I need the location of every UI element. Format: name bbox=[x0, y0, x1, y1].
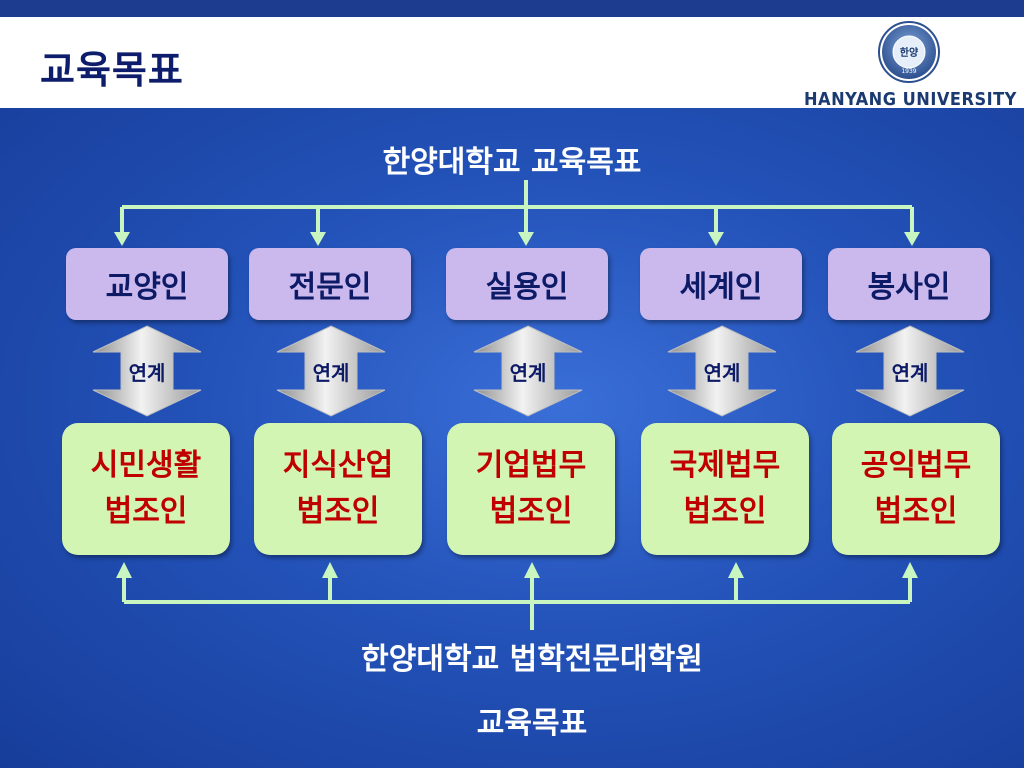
top-title: 한양대학교 교육목표 bbox=[382, 145, 642, 180]
arrow-down-icon bbox=[518, 232, 534, 246]
lawyer-line2: 법조인 bbox=[104, 494, 188, 529]
university-logo: 한양 1939 HANYANG UNIVERSITY bbox=[790, 21, 1020, 110]
arrow-down-icon bbox=[310, 232, 326, 246]
bottom-title-line1: 한양대학교 법학전문대학원 bbox=[361, 642, 703, 677]
seal-year: 1939 bbox=[901, 68, 916, 75]
link-label-1: 연계 bbox=[128, 361, 166, 385]
lawyer-line1: 국제법무 bbox=[669, 448, 781, 483]
link-double-arrows bbox=[92, 325, 965, 417]
lawyer-line1: 시민생활 bbox=[90, 448, 202, 483]
lawyer-line1: 기업법무 bbox=[475, 448, 587, 483]
page-title: 교육목표 bbox=[40, 48, 184, 92]
lawyer-box-5: 공익법무 법조인 bbox=[832, 423, 1000, 555]
lawyer-line2: 법조인 bbox=[683, 494, 767, 529]
lawyer-line2: 법조인 bbox=[874, 494, 958, 529]
double-arrow-icon-3 bbox=[473, 325, 583, 417]
goal-box-1: 교양인 bbox=[66, 248, 228, 320]
arrow-up-icon bbox=[116, 562, 132, 578]
lawyer-box-1: 시민생활 법조인 bbox=[62, 423, 230, 555]
top-connector bbox=[122, 180, 912, 209]
goal-box-4: 세계인 bbox=[640, 248, 802, 320]
bottom-title-line2: 교육목표 bbox=[476, 706, 588, 741]
arrow-up-icon bbox=[524, 562, 540, 578]
link-label-4: 연계 bbox=[703, 361, 741, 385]
bottom-connector-arrows bbox=[116, 562, 918, 602]
link-label-3: 연계 bbox=[509, 361, 547, 385]
top-accent-bar bbox=[0, 0, 1024, 17]
seal-icon: 한양 1939 bbox=[878, 21, 940, 83]
bottom-connector bbox=[124, 600, 910, 630]
link-label-5: 연계 bbox=[891, 361, 929, 385]
lawyer-line2: 법조인 bbox=[296, 494, 380, 529]
goal-box-3: 실용인 bbox=[446, 248, 608, 320]
double-arrow-icon-2 bbox=[276, 325, 386, 417]
seal-label: 한양 bbox=[900, 47, 919, 59]
goal-box-2: 전문인 bbox=[249, 248, 411, 320]
double-arrow-icon-4 bbox=[667, 325, 777, 417]
link-label-2: 연계 bbox=[312, 361, 350, 385]
goal-box-5: 봉사인 bbox=[828, 248, 990, 320]
double-arrow-icon-5 bbox=[855, 325, 965, 417]
header: 교육목표 한양 1939 HANYANG UNIVERSITY bbox=[0, 17, 1024, 110]
lawyer-box-4: 국제법무 법조인 bbox=[641, 423, 809, 555]
lawyer-line1: 지식산업 bbox=[282, 448, 394, 483]
arrow-up-icon bbox=[322, 562, 338, 578]
arrow-up-icon bbox=[728, 562, 744, 578]
arrow-down-icon bbox=[114, 232, 130, 246]
lawyer-line2: 법조인 bbox=[489, 494, 573, 529]
arrow-down-icon bbox=[708, 232, 724, 246]
double-arrow-icon-1 bbox=[92, 325, 202, 417]
lawyer-box-2: 지식산업 법조인 bbox=[254, 423, 422, 555]
top-connector-arrows bbox=[114, 207, 920, 246]
logo-text: HANYANG UNIVERSITY bbox=[804, 89, 1017, 110]
lawyer-box-3: 기업법무 법조인 bbox=[447, 423, 615, 555]
arrow-up-icon bbox=[902, 562, 918, 578]
lawyer-line1: 공익법무 bbox=[860, 448, 972, 483]
arrow-down-icon bbox=[904, 232, 920, 246]
